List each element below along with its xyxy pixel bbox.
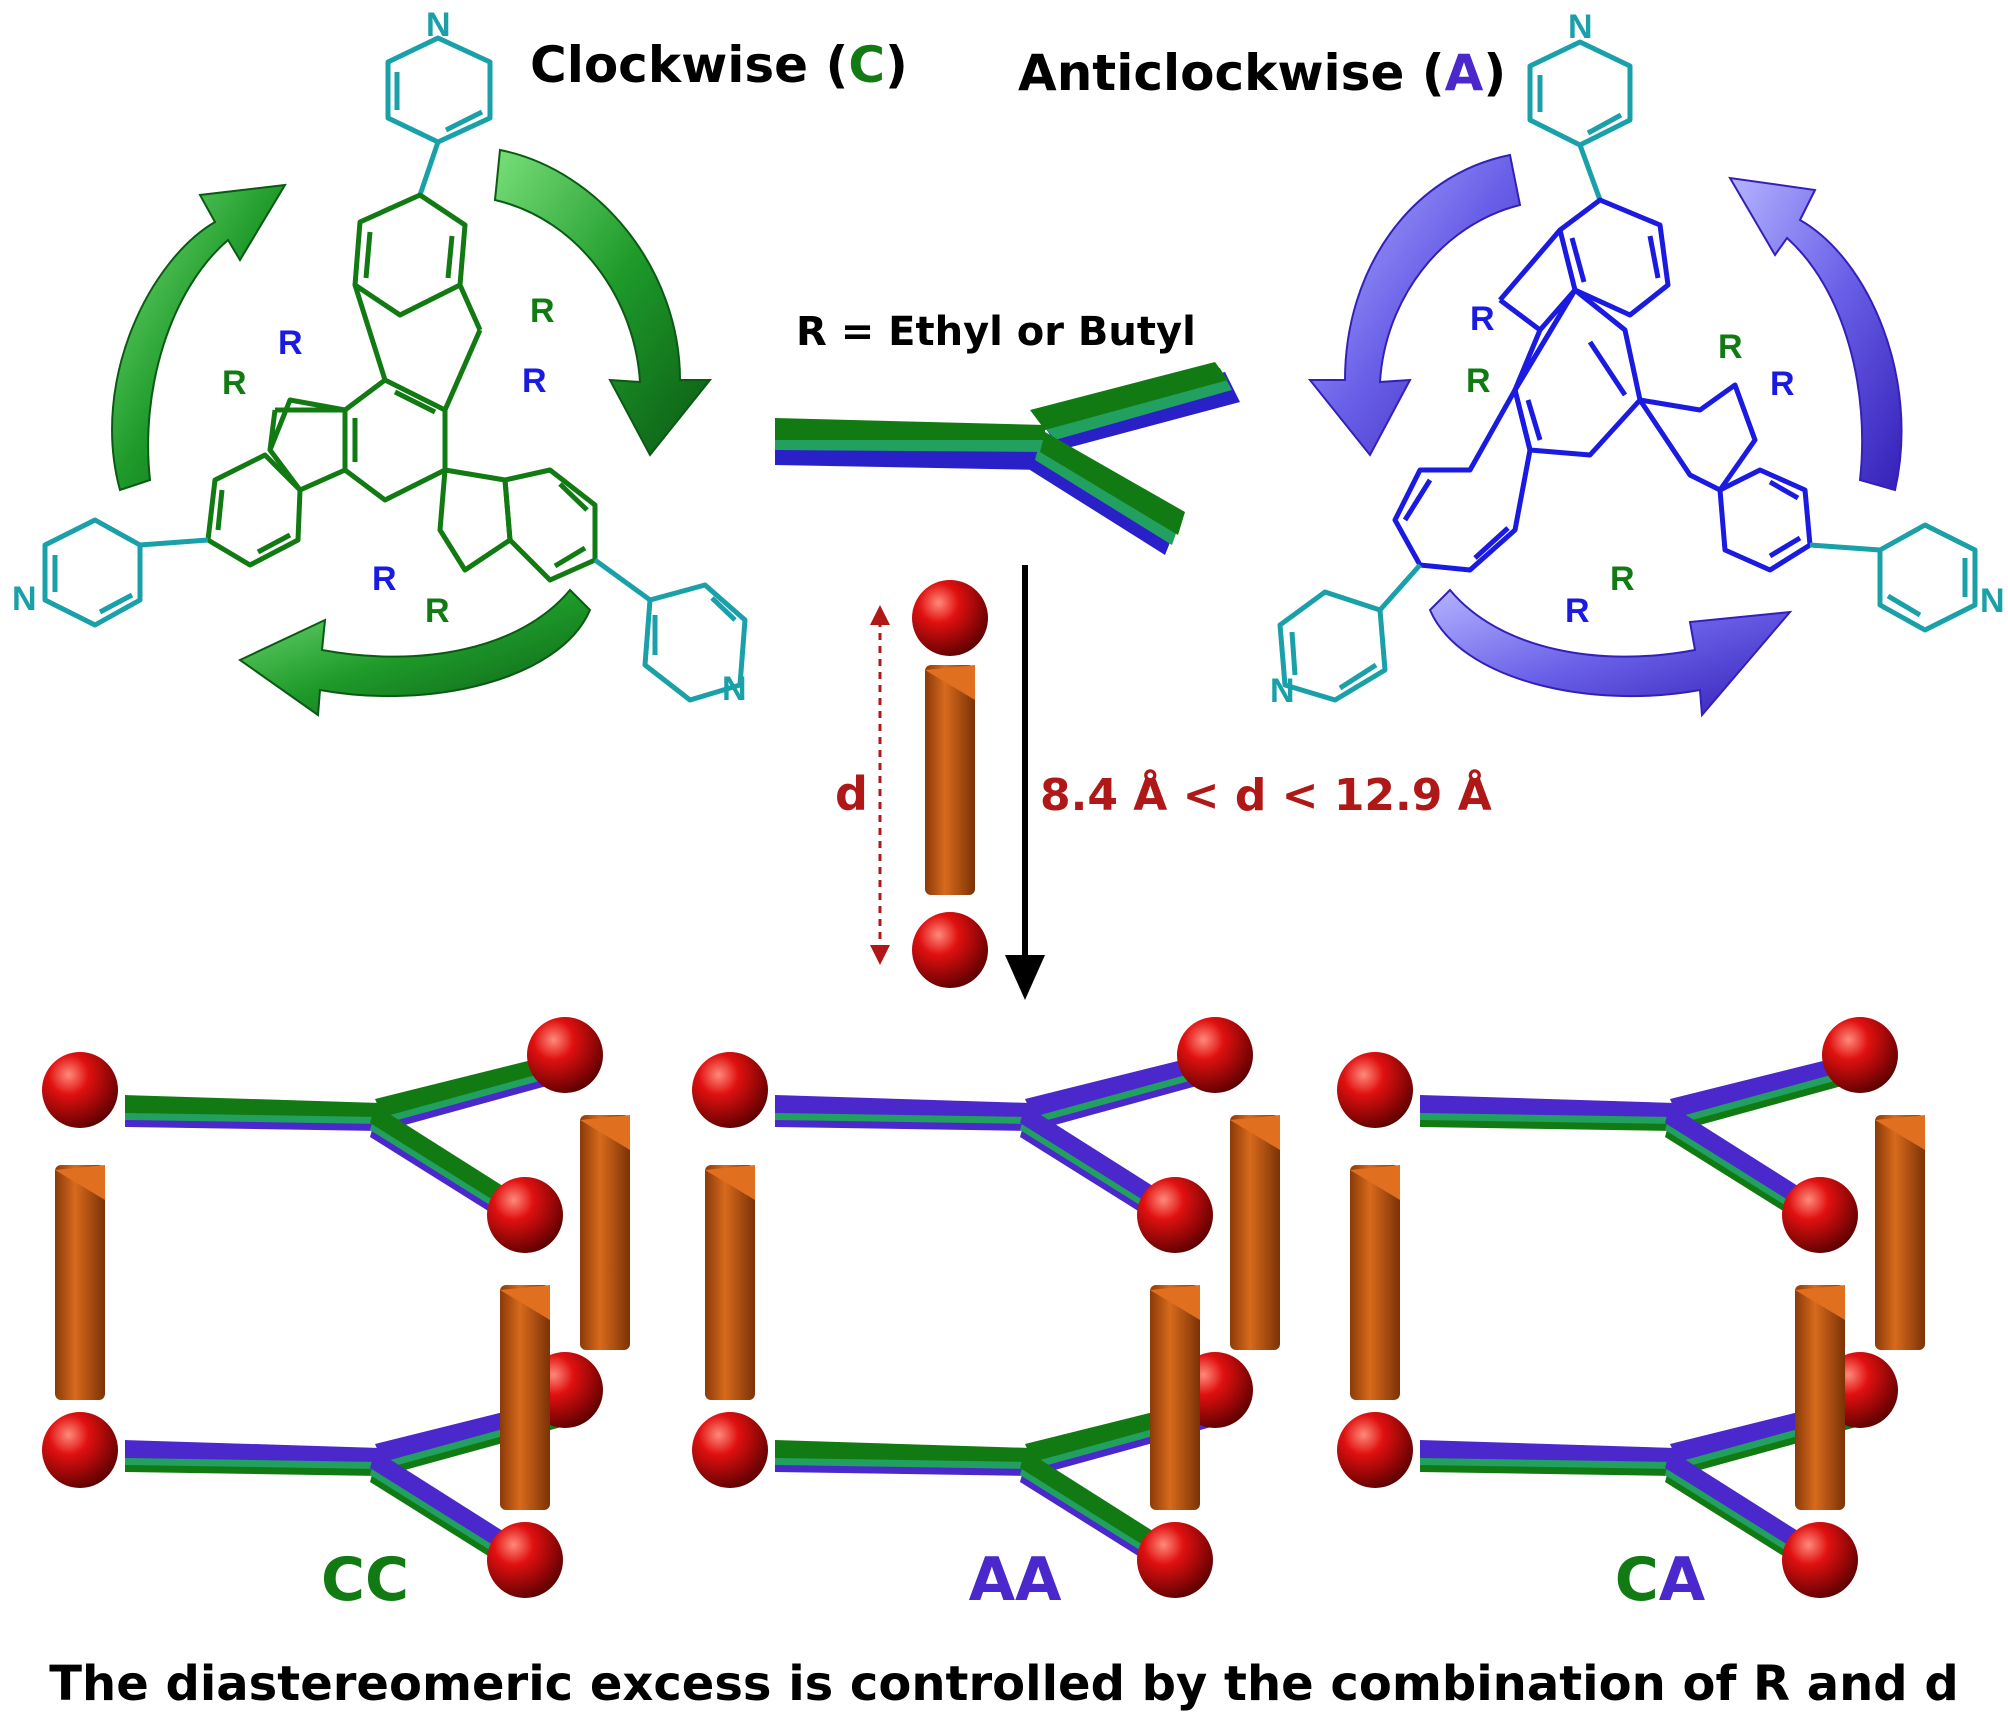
curved-arrow-icon	[238, 588, 592, 717]
nitrogen-atom-label: N	[1568, 8, 1593, 46]
nitrogen-atom-label: N	[426, 6, 451, 44]
metal-node-ball	[912, 912, 988, 988]
metal-node-ball	[1337, 1052, 1413, 1128]
r-substituent-label: R	[1565, 592, 1590, 630]
pillar-rod	[500, 1285, 550, 1510]
cage-label: CC	[321, 1545, 409, 1615]
pillar-rod	[1230, 1115, 1280, 1350]
r-substituent-label: R	[222, 364, 247, 402]
r-substituent-label: R	[1610, 560, 1635, 598]
pillar-rod-cap	[1795, 1285, 1845, 1320]
pillar-rod-cap	[1350, 1165, 1400, 1200]
truxene-core-blue	[1392, 197, 1813, 573]
caption-text: The diastereomeric excess is controlled …	[49, 1656, 1958, 1712]
reaction-arrow	[1005, 565, 1045, 1000]
nitrogen-atom-label: N	[1980, 582, 2005, 620]
curved-arrow-icon	[1728, 176, 1903, 492]
cage-label-second: A	[1659, 1545, 1706, 1615]
distance-d-arrow	[870, 605, 890, 965]
metal-node-ball	[1822, 1017, 1898, 1093]
r-substituent-label: R	[372, 560, 397, 598]
curved-arrow-icon	[493, 148, 713, 457]
metal-node-ball	[42, 1052, 118, 1128]
metal-node-ball	[1337, 1412, 1413, 1488]
pillar-rod	[580, 1115, 630, 1350]
truxene-core-green	[205, 192, 598, 583]
cage-label-first: C	[321, 1545, 365, 1615]
pyridine-ring-top	[1527, 39, 1633, 201]
pillar-rod	[1350, 1165, 1400, 1400]
d-label: d	[835, 767, 868, 821]
pillar-rod-cap	[55, 1165, 105, 1200]
metal-node-ball	[1177, 1017, 1253, 1093]
metal-node-ball	[487, 1522, 563, 1598]
metal-node-ball	[1137, 1177, 1213, 1253]
curved-arrow-icon	[111, 183, 287, 492]
cage-label-first: A	[969, 1545, 1016, 1615]
metal-node-ball	[42, 1412, 118, 1488]
cage-label-first: C	[1615, 1545, 1659, 1615]
pillar-rod-cap	[1875, 1115, 1925, 1150]
metal-node-ball	[527, 1017, 603, 1093]
pillar-rod	[1150, 1285, 1200, 1510]
nitrogen-atom-label: N	[1270, 672, 1295, 710]
pillar-rod	[1795, 1285, 1845, 1510]
metal-node-ball	[692, 1412, 768, 1488]
pyridine-ring-left	[42, 517, 209, 628]
nitrogen-atom-label: N	[12, 580, 37, 618]
cage-model: AA	[692, 1017, 1280, 1615]
pyridine-ring-right	[1809, 522, 1978, 633]
cage-label: AA	[969, 1545, 1062, 1615]
clockwise-molecule: N N	[12, 6, 748, 708]
r-substituent-label: R	[1770, 365, 1795, 403]
anticlockwise-title: Anticlockwise (A)	[1018, 44, 1506, 102]
clockwise-title: Clockwise (C)	[530, 36, 908, 94]
metal-node-ball	[1782, 1177, 1858, 1253]
tripod-ligand-model	[775, 362, 1240, 555]
r-substituent-label: R	[530, 292, 555, 330]
r-substituent-label: R	[425, 592, 450, 630]
pillar-rod-cap	[705, 1165, 755, 1200]
nitrogen-atom-label: N	[722, 670, 747, 708]
distance-range-text: 8.4 Å < d < 12.9 Å	[1040, 768, 1492, 821]
pyridine-ring-top	[385, 35, 493, 196]
pillar-rod-cap	[500, 1285, 550, 1320]
r-substituent-label: R	[278, 324, 303, 362]
pillar-rod	[55, 1165, 105, 1400]
cage-model: CC	[42, 1017, 630, 1615]
metal-node-ball	[912, 580, 988, 656]
clockwise-rotation-arrows	[111, 148, 713, 717]
cage-model: CA	[1337, 1017, 1925, 1615]
r-substituent-label: R	[1718, 328, 1743, 366]
curved-arrow-icon	[1428, 588, 1793, 718]
pyridine-ring-right	[593, 557, 748, 703]
r-substituent-label: R	[522, 362, 547, 400]
pillar-rod-cap	[580, 1115, 630, 1150]
cage-label-second: C	[365, 1545, 409, 1615]
r-substituent-label: R	[1470, 300, 1495, 338]
anticlockwise-rotation-arrows	[1307, 153, 1903, 718]
pillar-rod-cap	[1230, 1115, 1280, 1150]
metal-node-ball	[487, 1177, 563, 1253]
pillar-rod	[925, 665, 975, 895]
pillar-rod-cap	[925, 665, 975, 700]
r-substituent-label: R	[1466, 362, 1491, 400]
cage-label-second: A	[1015, 1545, 1062, 1615]
metal-node-ball	[692, 1052, 768, 1128]
pillar-rod-cap	[1150, 1285, 1200, 1320]
r-definition-text: R = Ethyl or Butyl	[796, 309, 1196, 355]
curved-arrow-icon	[1307, 153, 1522, 457]
anticlockwise-molecule: N N	[1270, 8, 2005, 710]
metal-node-ball	[1782, 1522, 1858, 1598]
metal-node-ball	[1137, 1522, 1213, 1598]
pyridine-ring-left	[1277, 563, 1422, 703]
pillar-rod	[1875, 1115, 1925, 1350]
cage-label: CA	[1615, 1545, 1706, 1615]
pillar-rod	[705, 1165, 755, 1400]
